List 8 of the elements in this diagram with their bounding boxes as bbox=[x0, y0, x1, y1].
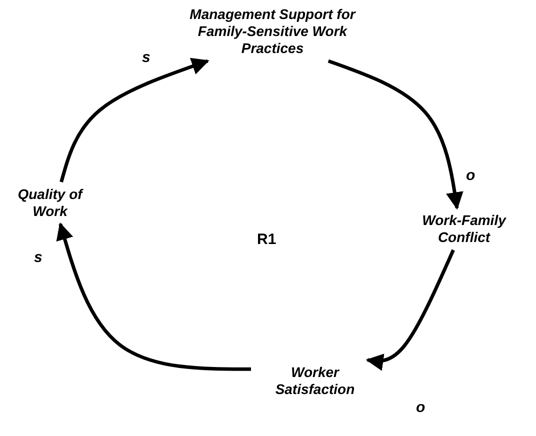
arrow bbox=[366, 249, 455, 371]
node-label: Quality of Work bbox=[16, 186, 84, 220]
node-label: Worker Satisfaction bbox=[274, 364, 356, 398]
arrow bbox=[328, 59, 464, 210]
node-label: Work-Family Conflict bbox=[421, 212, 508, 246]
arrow bbox=[56, 222, 251, 371]
arrow bbox=[60, 58, 210, 182]
node-label: Management Support for Family-Sensitive Work Practices bbox=[188, 6, 357, 57]
